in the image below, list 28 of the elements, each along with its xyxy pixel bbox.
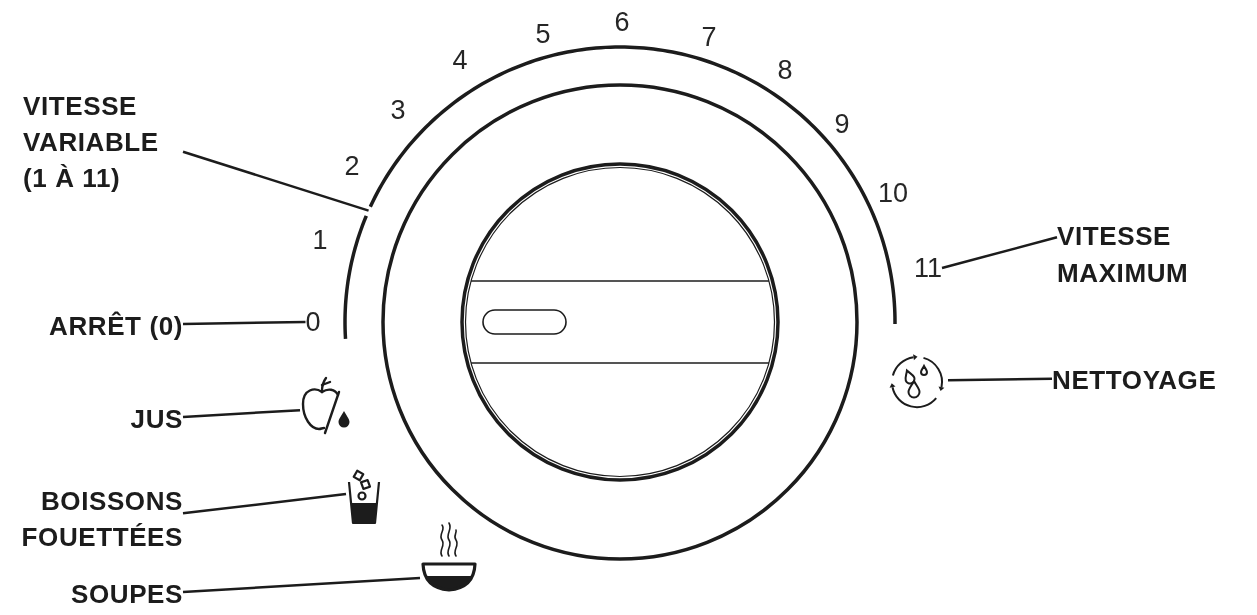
scale-number: 8 [777,56,793,84]
callout-label: BOISSONS FOUETTÉES [5,483,183,555]
scale-number: 6 [614,8,630,36]
leader-line [941,236,1058,270]
leader-line [182,408,301,419]
leader-line [182,150,369,212]
leader-line [182,492,347,515]
scale-number: 5 [535,20,551,48]
leader-line [182,320,306,326]
scale-number: 4 [452,46,468,74]
leader-line [948,377,1052,382]
scale-number: 3 [390,96,406,124]
callout-label: NETTOYAGE [1052,367,1217,393]
scale-number: 0 [305,308,321,336]
glass-ice-icon [346,468,382,526]
scale-number: 9 [834,110,850,138]
scale-number: 1 [312,226,328,254]
callout-label: SOUPES [71,581,183,607]
scale-number: 2 [344,152,360,180]
callout-label: JUS [130,406,183,432]
scale-number: 7 [701,23,717,51]
callout-label: VITESSE MAXIMUM [1057,218,1232,292]
scale-number: 11 [914,254,942,282]
callout-label: ARRÊT (0) [49,313,183,339]
steaming-bowl-icon [420,522,478,592]
callout-label: VITESSE VARIABLE (1 À 11) [23,88,183,196]
leader-line [182,576,421,594]
scale-number: 10 [878,179,908,207]
